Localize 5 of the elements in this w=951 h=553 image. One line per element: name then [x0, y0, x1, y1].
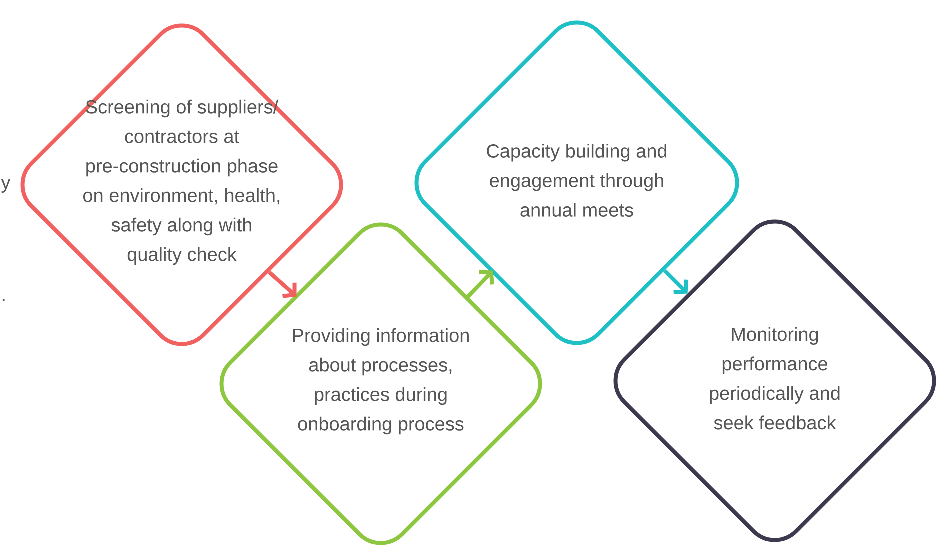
arrow	[663, 269, 689, 295]
arrow	[466, 270, 494, 298]
diamond-box: Monitoring performance periodically and seek feedback	[614, 220, 936, 542]
cut-off-text: .	[2, 298, 5, 301]
arrow	[268, 270, 297, 298]
